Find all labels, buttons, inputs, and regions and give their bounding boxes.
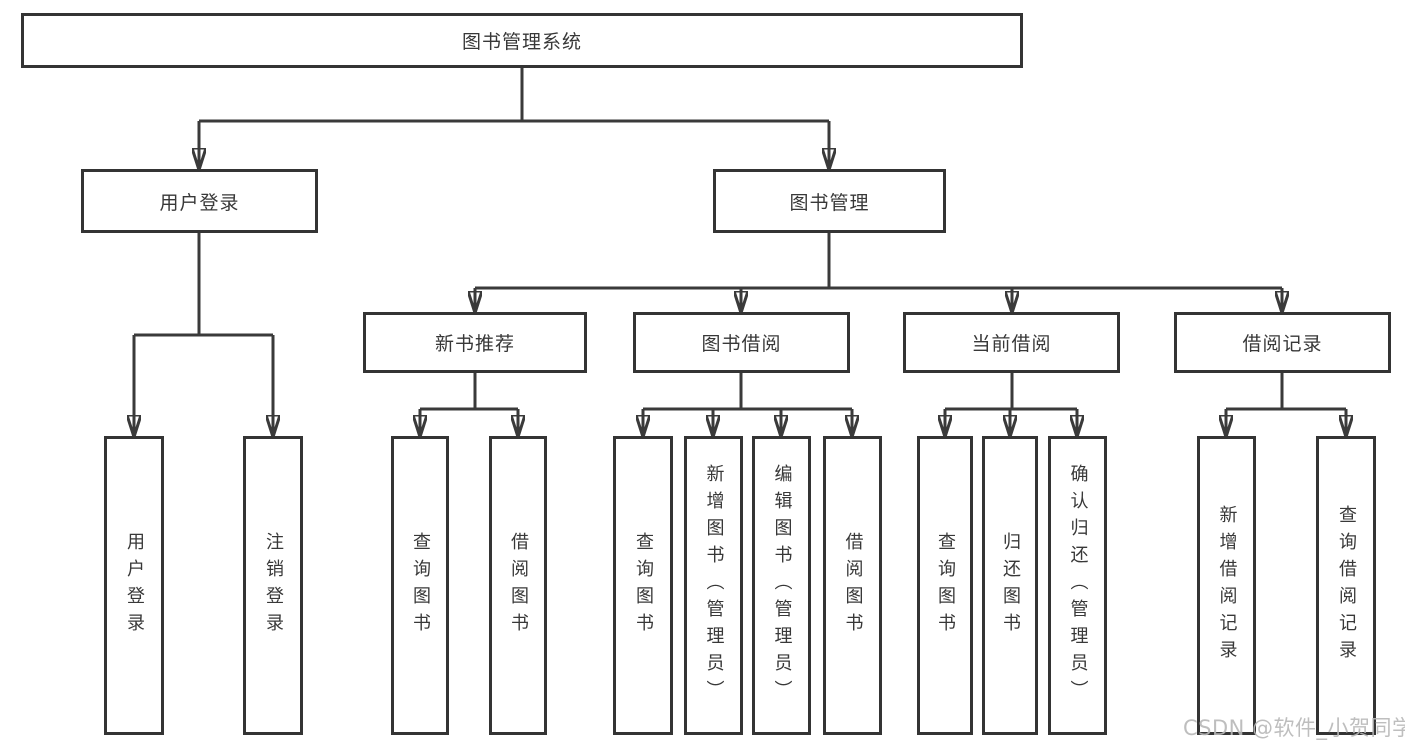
node-new-book-recommend: 新书推荐 [363,312,587,373]
leaf-query-books-current-label: 查询图书 [935,531,956,640]
leaf-add-books-admin-label: 新增图书（管理员） [703,464,725,707]
leaf-user-login: 用户登录 [104,436,164,735]
leaf-edit-books-admin: 编辑图书（管理员） [752,436,811,735]
node-root-label: 图书管理系统 [461,31,582,53]
leaf-query-books-borrowing: 查询图书 [613,436,673,735]
leaf-query-borrow-record: 查询借阅记录 [1316,436,1376,735]
leaf-query-books-recommend-label: 查询图书 [410,531,431,640]
leaf-logout: 注销登录 [243,436,303,735]
leaf-return-books-label: 归还图书 [1000,531,1021,640]
node-book-management-label: 图书管理 [789,191,870,214]
leaf-query-books-recommend: 查询图书 [391,436,449,735]
leaf-confirm-return-admin: 确认归还（管理员） [1048,436,1107,735]
leaf-borrow-books-recommend: 借阅图书 [489,436,547,735]
leaf-query-books-borrowing-label: 查询图书 [633,531,654,640]
leaf-borrow-books-borrowing: 借阅图书 [823,436,882,735]
leaf-user-login-label: 用户登录 [124,531,145,640]
leaf-query-books-current: 查询图书 [917,436,973,735]
leaf-edit-books-admin-label: 编辑图书（管理员） [771,464,793,707]
leaf-add-borrow-record-label: 新增借阅记录 [1216,504,1238,667]
node-new-book-recommend-label: 新书推荐 [434,333,515,355]
node-login-module: 用户登录 [81,169,318,233]
leaf-return-books: 归还图书 [982,436,1038,735]
node-current-borrowing-label: 当前借阅 [971,333,1052,355]
node-book-borrowing-label: 图书借阅 [701,333,782,355]
leaf-query-borrow-record-label: 查询借阅记录 [1336,504,1357,667]
leaf-borrow-books-recommend-label: 借阅图书 [508,531,529,640]
leaf-borrow-books-borrowing-label: 借阅图书 [842,531,864,640]
leaf-logout-label: 注销登录 [263,531,284,640]
watermark-text: CSDN @软件_小贺同学 [1183,716,1405,740]
leaf-add-books-admin: 新增图书（管理员） [684,436,743,735]
node-root: 图书管理系统 [21,13,1023,68]
node-borrowing-records-label: 借阅记录 [1242,333,1323,355]
leaf-confirm-return-admin-label: 确认归还（管理员） [1067,464,1089,707]
node-login-module-label: 用户登录 [159,191,240,214]
node-book-management: 图书管理 [713,169,946,233]
node-current-borrowing: 当前借阅 [903,312,1120,373]
node-borrowing-records: 借阅记录 [1174,312,1391,373]
node-book-borrowing: 图书借阅 [633,312,850,373]
leaf-add-borrow-record: 新增借阅记录 [1197,436,1256,735]
